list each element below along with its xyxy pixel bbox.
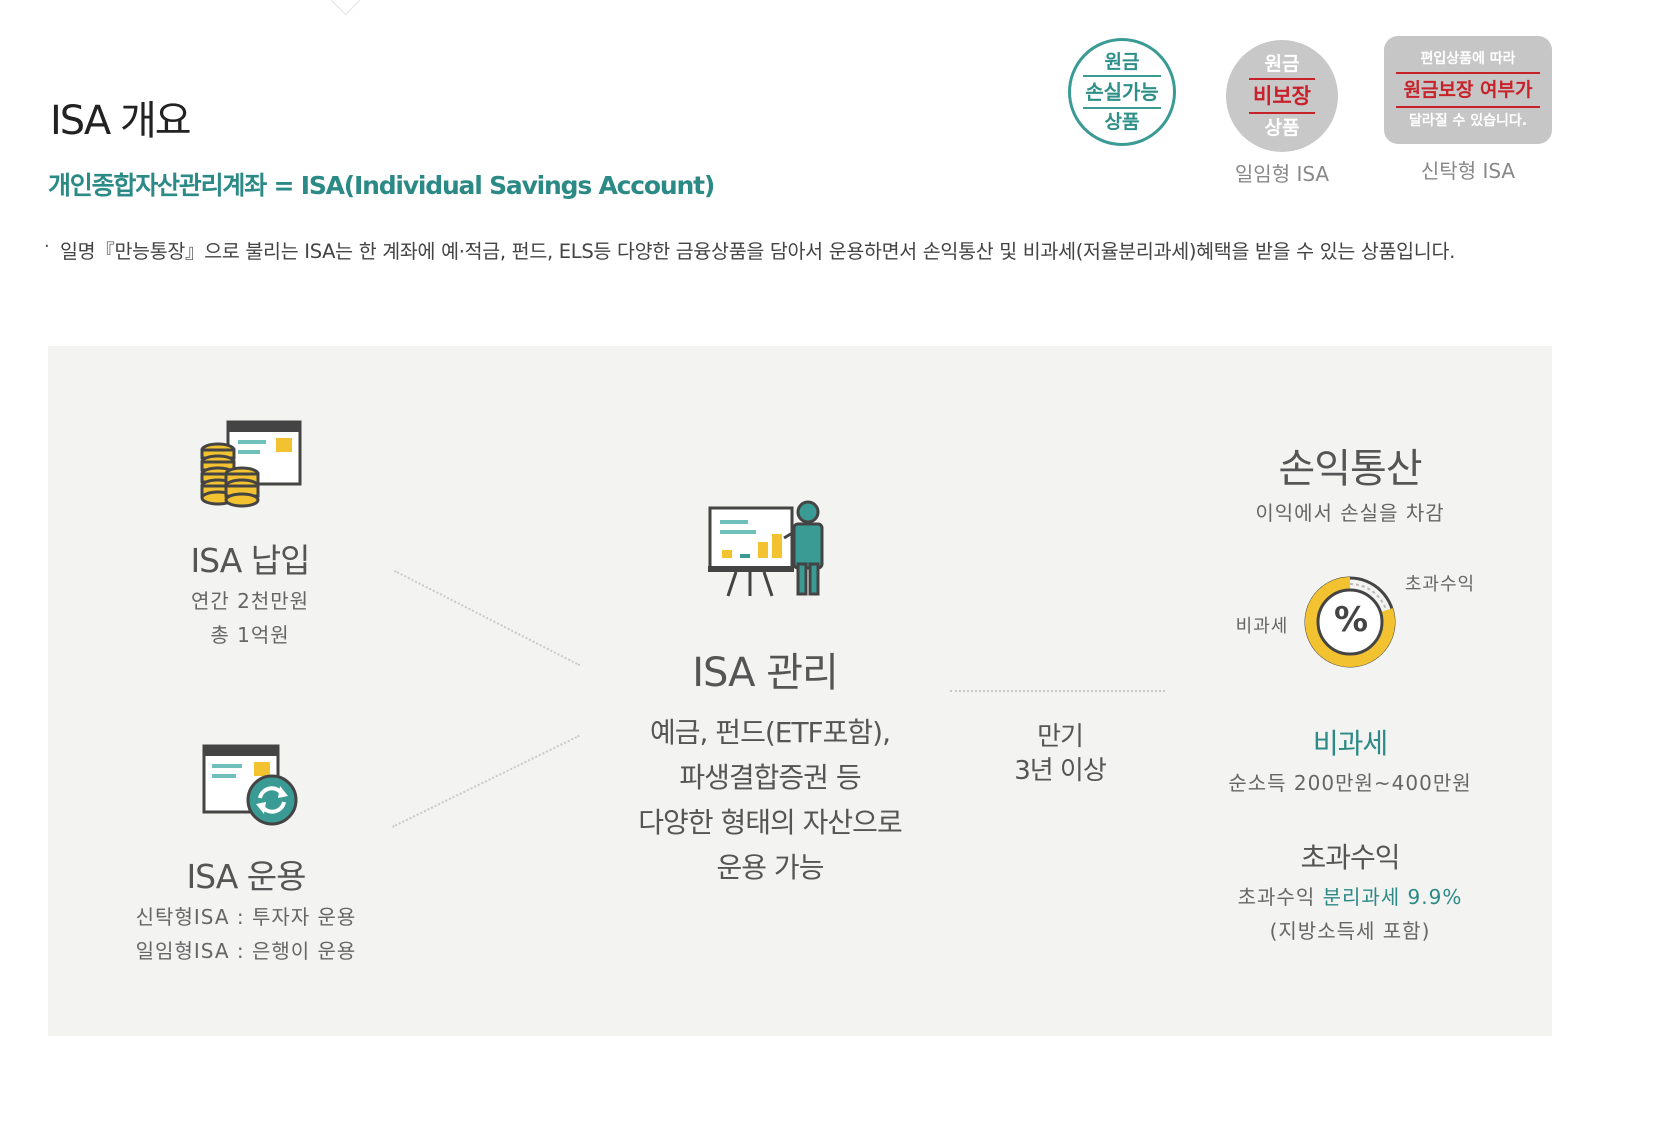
donut-label-taxfree: 비과세 — [1235, 616, 1289, 637]
coins-document-icon — [200, 420, 302, 508]
operation-trust-line: 신탁형ISA : 투자자 운용 — [135, 905, 357, 929]
taxfree-title: 비과세 — [1312, 727, 1388, 760]
management-desc-line: 예금, 펀드(ETF포함), — [649, 716, 891, 749]
badge-line: 상품 — [1104, 111, 1140, 133]
badge-line: 비보장 — [1249, 78, 1315, 114]
badge-line: 원금보장 여부가 — [1395, 72, 1541, 108]
maturity-label: 만기 — [1037, 722, 1084, 752]
principal-not-guaranteed-badge: 원금 비보장 상품 — [1226, 40, 1338, 152]
excess-desc-highlight: 분리과세 9.9% — [1322, 885, 1463, 909]
operation-discretionary-line: 일임형ISA : 은행이 운용 — [135, 939, 357, 963]
excess-desc: 초과수익 분리과세 9.9% — [1190, 880, 1510, 914]
badge-line: 달라질 수 있습니다. — [1408, 113, 1528, 129]
maturity-period: 3년 이상 — [1014, 756, 1107, 786]
badge-caption-trust: 신탁형 ISA — [1420, 159, 1516, 183]
donut-label-excess: 초과수익 — [1404, 574, 1476, 595]
excess-title: 초과수익 — [1300, 841, 1400, 874]
deposit-annual-limit: 연간 2천만원 — [190, 589, 310, 613]
presentation-icon — [708, 500, 824, 597]
deposit-title: ISA 납입 — [190, 541, 310, 580]
excess-desc-prefix: 초과수익 — [1237, 885, 1316, 909]
management-desc-line: 다양한 형태의 자산으로 — [638, 806, 902, 839]
badge-line: 원금 — [1104, 51, 1140, 73]
connector-line — [950, 690, 1165, 692]
badge-line: 원금 — [1264, 53, 1300, 75]
management-desc-line: 운용 가능 — [716, 851, 825, 884]
operation-title: ISA 운용 — [186, 857, 306, 896]
deposit-total-limit: 총 1억원 — [210, 623, 290, 647]
management-title: ISA 관리 — [692, 650, 839, 696]
page-title: ISA 개요 — [50, 98, 192, 144]
netting-title: 손익통산 — [1278, 446, 1422, 492]
bullet-dot: · — [44, 236, 50, 257]
document-refresh-icon — [202, 744, 298, 826]
tab-pointer — [330, 0, 361, 16]
badge-line: 편입상품에 따라 — [1420, 51, 1516, 67]
netting-subtitle: 이익에서 손실을 차감 — [1255, 501, 1445, 525]
principal-loss-badge: 원금 손실가능 상품 — [1068, 38, 1176, 146]
page-subtitle: 개인종합자산관리계좌 = ISA(Individual Savings Acco… — [48, 171, 715, 200]
excess-desc-note: (지방소득세 포함) — [1269, 919, 1431, 943]
management-desc-line: 파생결합증권 등 — [679, 761, 861, 794]
tax-donut-icon — [1304, 576, 1396, 668]
badge-line: 상품 — [1264, 117, 1300, 139]
percent-symbol: % — [1333, 600, 1369, 640]
taxfree-desc: 순소득 200만원~400만원 — [1228, 771, 1472, 795]
badge-caption-discretionary: 일임형 ISA — [1234, 162, 1330, 186]
principal-depends-badge: 편입상품에 따라 원금보장 여부가 달라질 수 있습니다. — [1384, 36, 1552, 144]
description-text: 일명『만능통장』으로 불리는 ISA는 한 계좌에 예·적금, 펀드, ELS등… — [60, 240, 1455, 263]
badge-line: 손실가능 — [1083, 75, 1161, 109]
